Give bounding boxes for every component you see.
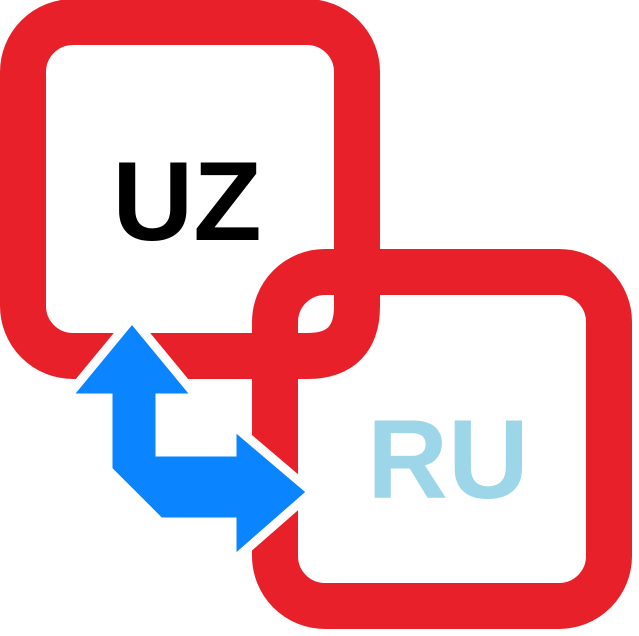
swap-arrows-icon [56, 310, 319, 572]
source-language-code: UZ [112, 139, 261, 264]
target-language-code: RU [367, 397, 529, 522]
source-frame-overlap [275, 272, 380, 379]
